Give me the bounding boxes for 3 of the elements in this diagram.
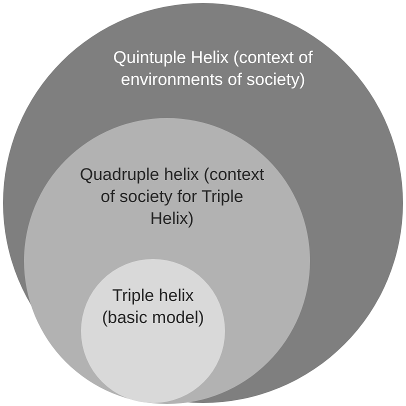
circle-label: Quintuple Helix (context of environments of society): [112, 47, 314, 92]
circle-label: Quadruple helix (context of society for Triple Helix): [78, 164, 266, 230]
circle-label: Triple helix (basic model): [100, 285, 206, 330]
